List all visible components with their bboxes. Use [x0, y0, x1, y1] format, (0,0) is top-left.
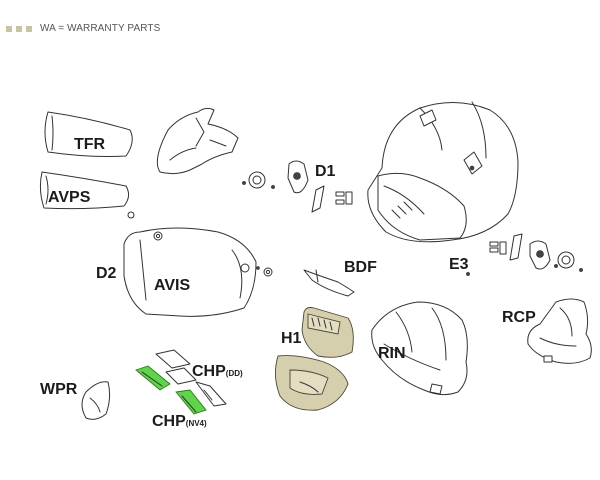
tfr-label: TFR — [74, 136, 106, 153]
legend-swatch — [6, 25, 12, 32]
chp-dd-variant: (DD) — [225, 369, 243, 378]
tfr-part[interactable] — [44, 111, 133, 157]
chp-dd-label: CHP(DD) — [192, 364, 243, 382]
h1-part[interactable] — [275, 307, 354, 411]
bdf-part[interactable] — [303, 269, 355, 297]
d1-label: D1 — [315, 163, 336, 180]
chp-dd-code: CHP — [192, 363, 226, 380]
avps-label: AVPS — [48, 189, 91, 206]
chp-nv4-variant: (NV4) — [185, 419, 207, 428]
helmet-part[interactable] — [367, 101, 519, 243]
avis-part[interactable] — [123, 227, 273, 317]
d1-part[interactable] — [242, 160, 353, 213]
e3-part[interactable] — [466, 233, 583, 276]
legend-text: WA = WARRANTY PARTS — [40, 23, 161, 34]
chp-nv4-label: CHP(NV4) — [152, 414, 207, 432]
legend-swatch — [16, 25, 22, 32]
chp-nv4-code: CHP — [152, 413, 186, 430]
rin-label: RIN — [378, 345, 406, 362]
rcp-label: RCP — [502, 309, 536, 326]
legend: WA = WARRANTY PARTS — [6, 23, 160, 34]
bdf-label: BDF — [344, 259, 377, 276]
h1-label: H1 — [281, 330, 302, 347]
legend-swatch — [26, 25, 32, 32]
avps-part[interactable] — [39, 171, 135, 219]
chp-nv4-part[interactable] — [135, 365, 207, 415]
d2-label: D2 — [96, 265, 117, 282]
wpr-label: WPR — [40, 381, 78, 398]
rin-part[interactable] — [371, 301, 468, 396]
rcp-part[interactable] — [527, 298, 592, 364]
wpr-part[interactable] — [81, 381, 111, 420]
chp-dd-part[interactable] — [155, 349, 227, 407]
chin-curtain-part[interactable] — [156, 107, 239, 175]
avis-label: AVIS — [154, 277, 191, 294]
e3-label: E3 — [449, 256, 469, 273]
